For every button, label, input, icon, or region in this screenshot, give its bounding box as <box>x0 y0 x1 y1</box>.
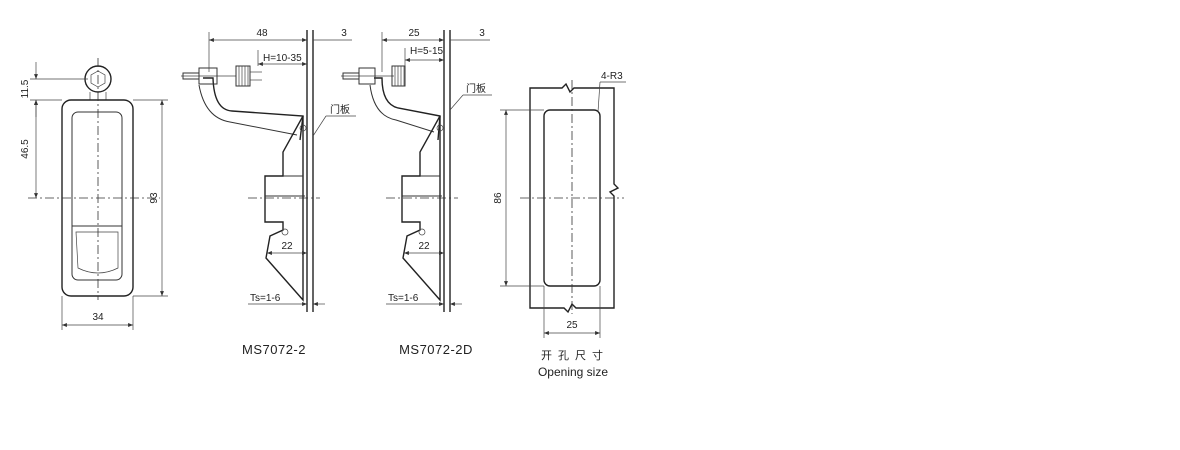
m1-dim-panel: 3 <box>341 28 347 39</box>
m1-dim-h: H=10-35 <box>263 53 302 64</box>
m2-dim-ts: Ts=1-6 <box>388 293 419 304</box>
opening-view: 4-R3 86 25 开孔尺寸 Opening size <box>493 71 626 379</box>
side-view-ms7072-2: 48 3 H=10-35 门板 22 Ts=1-6 MS7072-2 <box>181 28 356 357</box>
side-view-ms7072-2d: 25 3 H=5-15 门板 22 Ts=1-6 MS7072-2D <box>341 28 492 357</box>
opening-dim-height: 86 <box>493 192 504 204</box>
opening-caption-cn: 开孔尺寸 <box>541 348 609 362</box>
opening-caption-en: Opening size <box>538 365 608 379</box>
front-dim-width: 34 <box>92 312 104 323</box>
opening-dim-radius: 4-R3 <box>601 71 623 82</box>
front-view: 11.5 46.5 93 34 <box>20 58 168 330</box>
front-dim-top: 11.5 <box>20 79 31 98</box>
m1-dim-ts: Ts=1-6 <box>250 293 281 304</box>
m2-dim-h: H=5-15 <box>410 46 444 57</box>
front-dim-mid: 46.5 <box>20 139 31 159</box>
m1-dim-top: 48 <box>256 28 268 39</box>
m2-dim-top: 25 <box>408 28 420 39</box>
m2-dim-bottom: 22 <box>418 241 430 252</box>
m1-dim-bottom: 22 <box>281 241 293 252</box>
front-dim-height: 93 <box>149 192 160 204</box>
m1-panel-label: 门板 <box>330 103 350 116</box>
m2-dim-panel: 3 <box>479 28 485 39</box>
m1-caption: MS7072-2 <box>242 342 306 357</box>
m2-panel-label: 门板 <box>466 82 486 95</box>
m2-caption: MS7072-2D <box>399 342 473 357</box>
opening-dim-width: 25 <box>566 320 578 331</box>
